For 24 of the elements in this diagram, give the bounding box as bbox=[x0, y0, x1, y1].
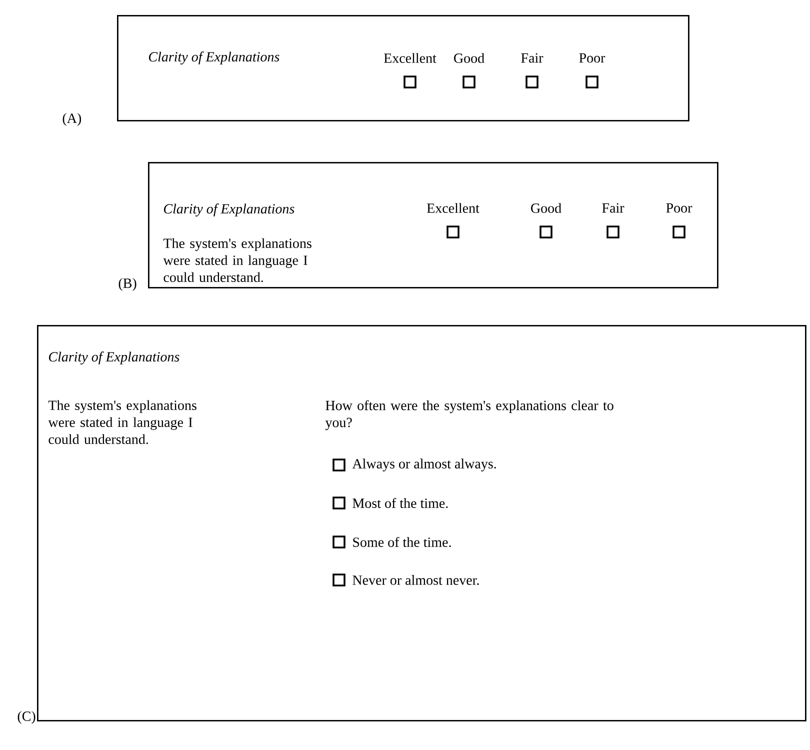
rating-label: Fair bbox=[602, 203, 624, 213]
section-heading: Clarity of Explanations bbox=[164, 204, 294, 216]
rating-label: Excellent bbox=[426, 203, 480, 213]
panel-label: (C) bbox=[18, 711, 36, 724]
rating-label: Excellent bbox=[384, 53, 436, 63]
section-heading: Clarity of Explanations bbox=[149, 52, 280, 64]
option-label: Most of the time. bbox=[352, 498, 448, 508]
panel-label: (A) bbox=[62, 113, 82, 126]
rating-label: Good bbox=[531, 203, 562, 213]
rating-label: Poor bbox=[579, 53, 606, 63]
panel-label: (B) bbox=[118, 278, 136, 291]
question-text: How often were the system's explanations clear to you? bbox=[325, 400, 614, 430]
section-heading: Clarity of Explanations bbox=[49, 352, 180, 364]
question-text: The system's explanations were stated in language I could understand. bbox=[48, 400, 196, 444]
option-label: Never or almost never. bbox=[352, 575, 479, 585]
option-label: Always or almost always. bbox=[352, 458, 496, 472]
form-panel bbox=[148, 162, 718, 288]
question-text: The system's explanations were stated in language I could understand. bbox=[163, 238, 312, 282]
form-panel bbox=[117, 15, 690, 122]
rating-label: Good bbox=[454, 53, 484, 63]
rating-label: Fair bbox=[521, 53, 544, 63]
rating-label: Poor bbox=[666, 203, 692, 213]
form-panel bbox=[37, 325, 806, 722]
option-label: Some of the time. bbox=[353, 536, 451, 548]
